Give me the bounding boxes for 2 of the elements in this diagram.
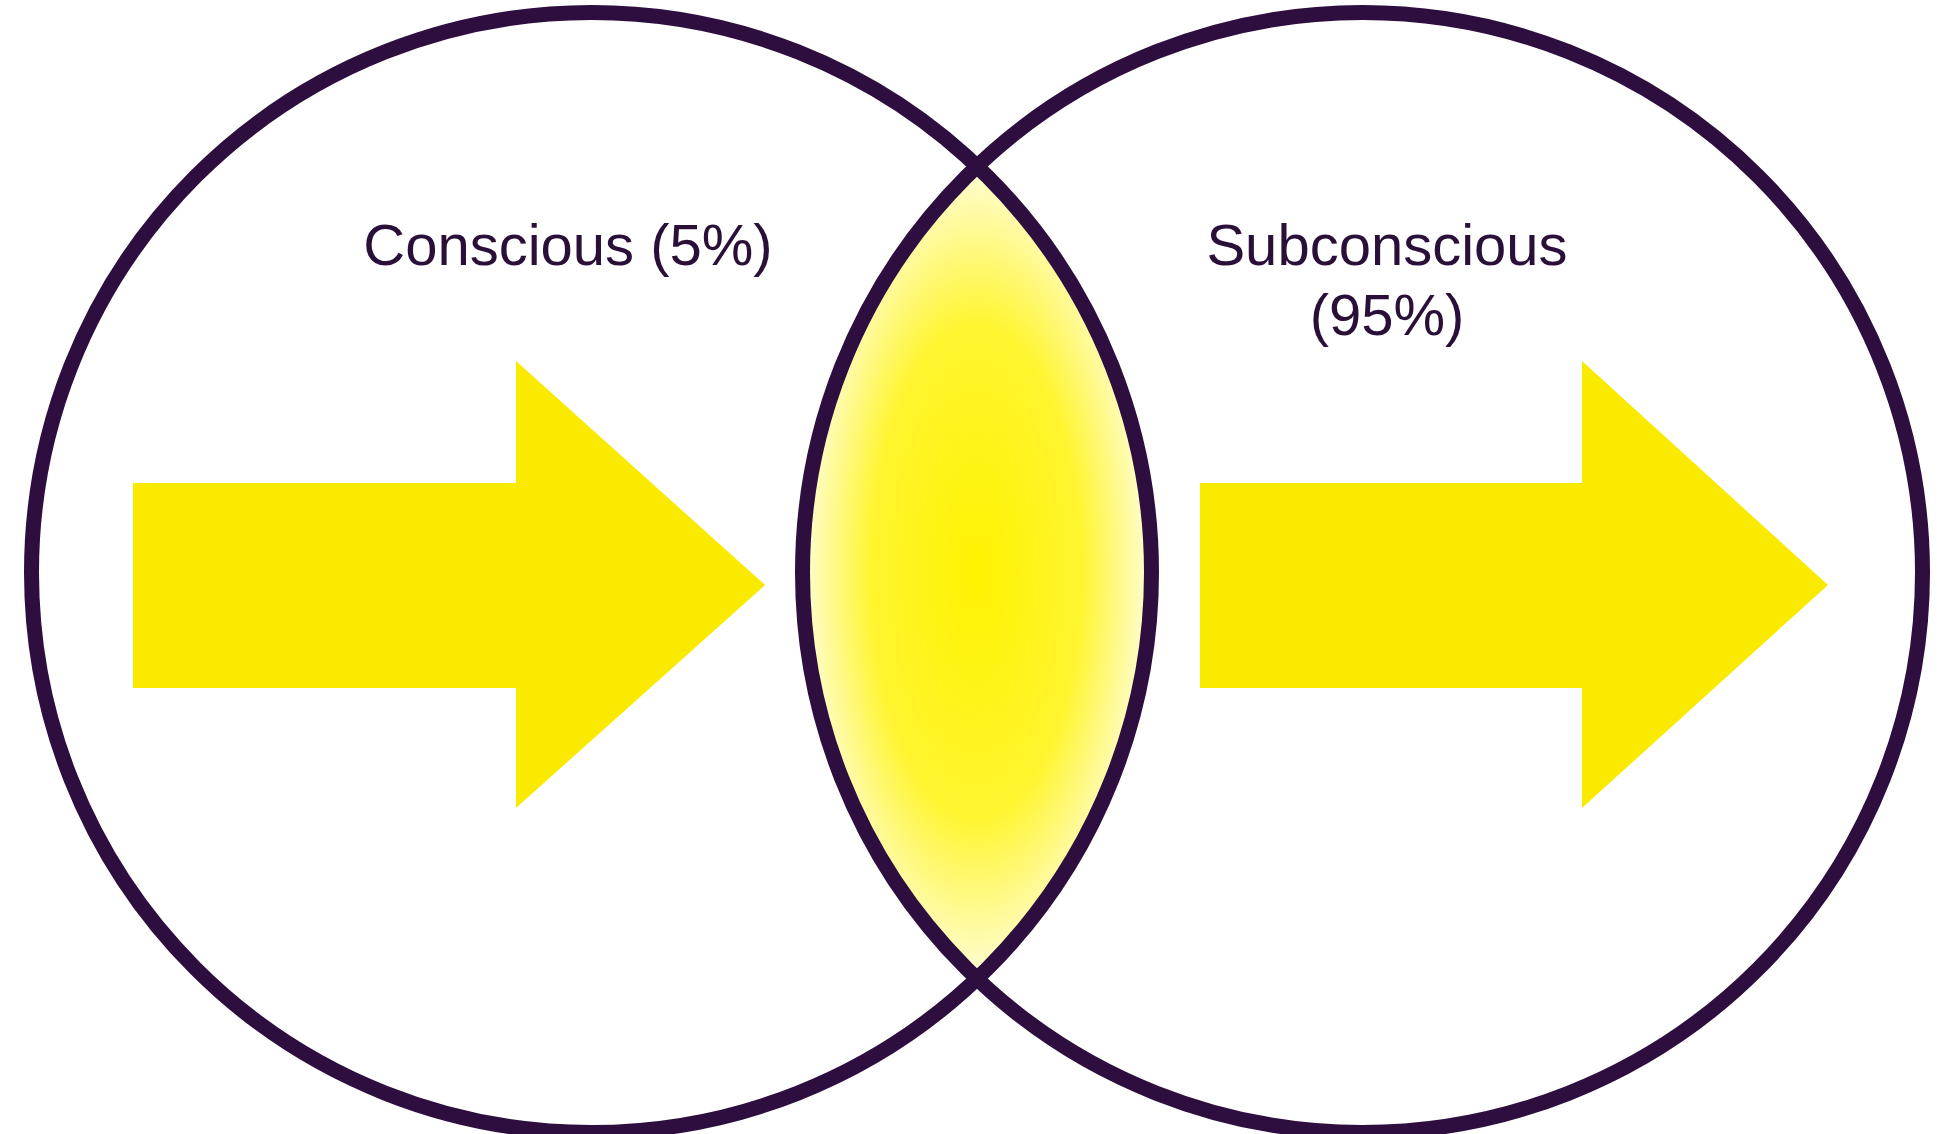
circle-label: Conscious (5%) — [362, 211, 774, 279]
circle-label: Subconscious (95%) — [1205, 211, 1569, 349]
